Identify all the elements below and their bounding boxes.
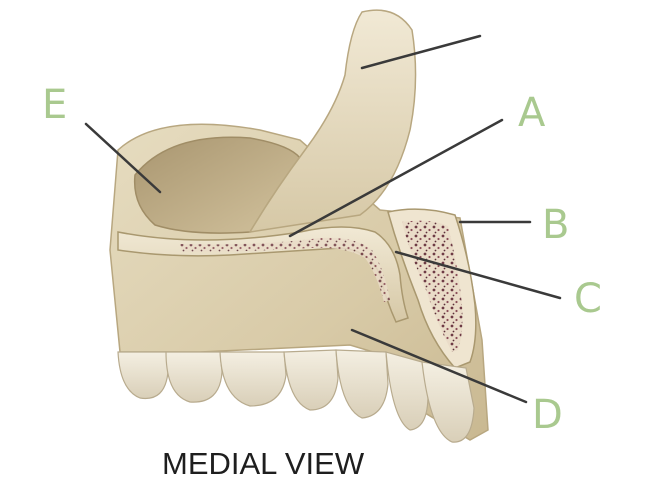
incisor [421, 361, 475, 443]
alveolar-marrow [402, 220, 463, 352]
premolar-2 [335, 349, 389, 419]
label-a: A [518, 90, 546, 136]
frontal-process [248, 9, 417, 233]
molar-3 [219, 351, 287, 407]
label-e: E [42, 82, 67, 128]
leader-line-top [360, 34, 482, 70]
label-c: C [574, 276, 602, 322]
figure-caption: MEDIAL VIEW [162, 446, 365, 481]
canine [385, 351, 429, 431]
label-b: B [542, 202, 569, 248]
leader-line-a [288, 118, 504, 238]
leader-line-e [84, 122, 162, 194]
label-d: D [532, 392, 563, 438]
molar-1 [117, 351, 169, 400]
leader-line-c [394, 250, 562, 300]
teeth-row [117, 349, 475, 443]
premolar-1 [283, 349, 339, 411]
molar-2 [165, 351, 223, 403]
leader-line-d [350, 328, 528, 404]
